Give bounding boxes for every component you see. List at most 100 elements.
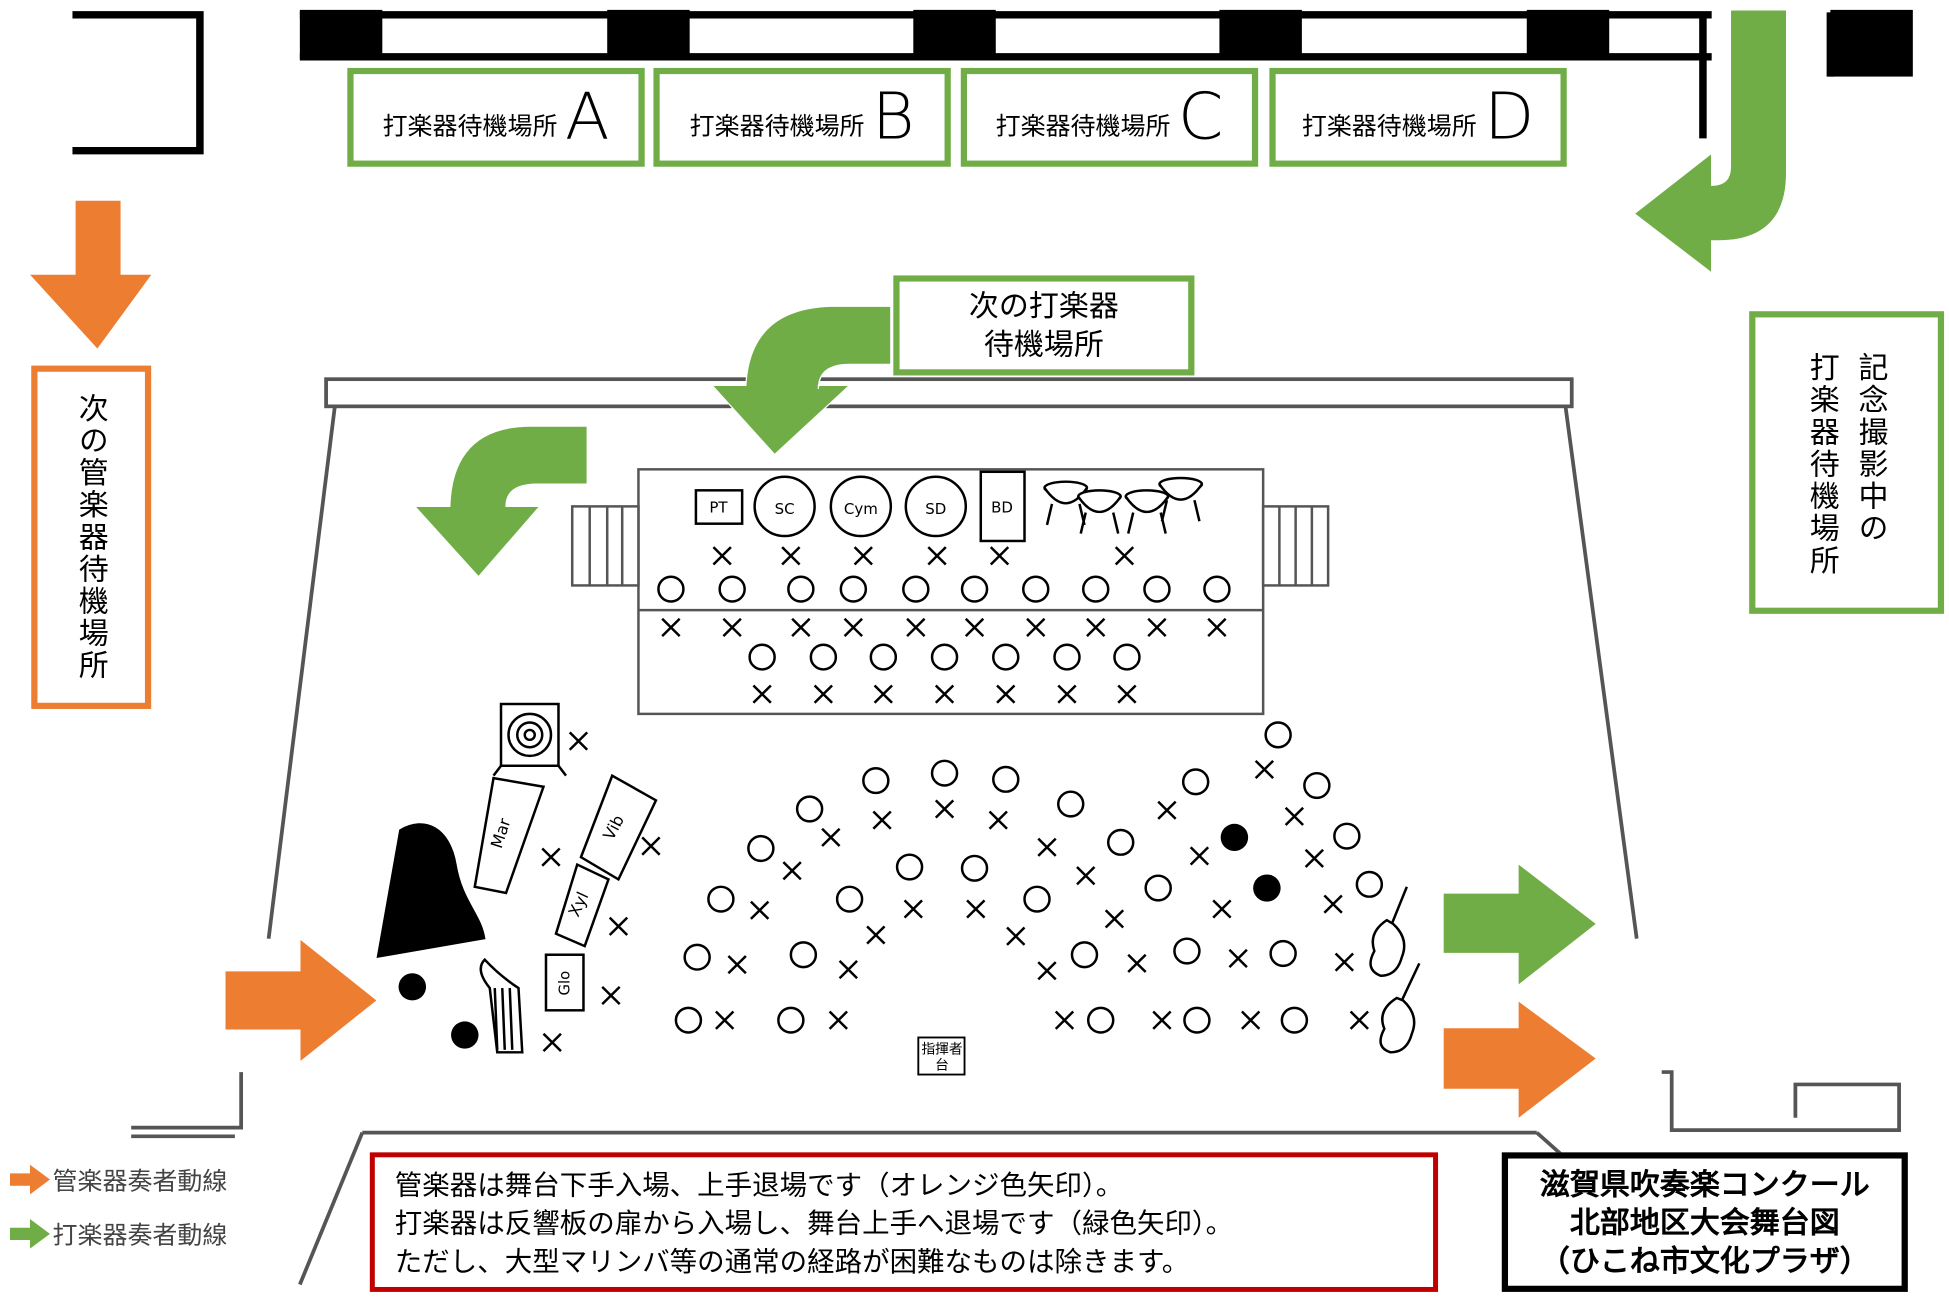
waiting-area-a: 打楽器待機場所 A (347, 67, 645, 167)
stand-mark (568, 731, 589, 751)
stand-mark (782, 861, 802, 881)
chair-mark (992, 765, 1020, 793)
stand-mark (1127, 953, 1147, 973)
next-percussion-line1: 次の打楽器 (968, 288, 1119, 323)
stand-mark (1157, 800, 1177, 820)
stand-mark (781, 546, 801, 566)
stand-mark (828, 1010, 848, 1030)
stand-mark (1254, 759, 1275, 779)
green-arrows (413, 9, 1788, 987)
piano-players (398, 973, 479, 1049)
chair-mark (930, 759, 959, 787)
next-winds-waiting: 次の管楽器待機場所 (31, 365, 152, 709)
stand-mark (1086, 617, 1106, 637)
stand-mark (1117, 684, 1137, 704)
stand-mark (1076, 866, 1096, 886)
green-curved-arrow-right-icon (1633, 9, 1788, 275)
chair-mark (930, 643, 959, 671)
stand-mark (1207, 617, 1227, 637)
title-line-2: 北部地区大会舞台図 (1569, 1205, 1840, 1241)
stand-mark (661, 617, 681, 637)
photo-percussion-line2: 打楽器待機場所 (1804, 352, 1840, 577)
stand-mark (843, 617, 863, 637)
stand-mark (1037, 837, 1057, 857)
chair-mark (1081, 575, 1110, 603)
next-percussion-waiting: 次の打楽器 待機場所 (893, 275, 1195, 376)
cym-drum (829, 475, 893, 538)
chair-mark (902, 575, 930, 603)
waiting-area-letter: C (1177, 80, 1224, 155)
stand-mark (1026, 617, 1046, 637)
orange-entry-arrow-icon (224, 937, 379, 1064)
chair-mark (862, 766, 890, 795)
sd-drum (904, 475, 968, 538)
notice-line-2: 打楽器は反響板の扉から入場し、舞台上手へ退場です（緑色矢印）。 (394, 1209, 1234, 1241)
stand-mark (601, 985, 621, 1006)
chair-mark (1106, 828, 1135, 856)
mallet-instruments (473, 773, 658, 1012)
chair-mark (1203, 575, 1231, 603)
chair-mark (683, 943, 711, 971)
stand-mark (641, 836, 661, 856)
music-stands (541, 546, 1369, 1052)
timpani-2 (1076, 489, 1122, 534)
legend-winds: 管楽器奏者動線 (9, 1161, 228, 1197)
stand-mark (712, 546, 732, 566)
instrument-label-sd: SD (925, 500, 946, 518)
green-curved-arrow-top-icon (710, 305, 892, 456)
stand-mark (1228, 948, 1248, 968)
filled-players (1220, 823, 1281, 902)
photo-percussion-line1: 記念撮影中の (1852, 352, 1888, 545)
notice-line-3: ただし、大型マリンバ等の通常の経路が困難なものは除きます。 (394, 1247, 1190, 1279)
waiting-area-letter: A (564, 80, 610, 155)
chair-mark (1183, 1006, 1211, 1034)
stand-mark (1114, 546, 1135, 566)
orange-arrow-legend-icon (9, 1164, 50, 1194)
chair-mark (795, 795, 824, 823)
stand-mark (934, 684, 955, 704)
waiting-area-label: 打楽器待機場所 (689, 110, 865, 141)
next-winds-label: 次の管楽器待機場所 (73, 392, 109, 682)
waiting-area-label: 打楽器待機場所 (995, 110, 1171, 141)
title-line-1: 滋賀県吹奏楽コンクール (1539, 1167, 1870, 1202)
stand-mark (1241, 1010, 1261, 1030)
orange-exit-arrow-icon (1442, 999, 1598, 1121)
chair-mark (707, 885, 735, 913)
instrument-label-glo: Glo (556, 971, 574, 996)
bd-box (979, 470, 1026, 543)
glockenspiel (544, 953, 585, 1012)
waiting-area-letter: D (1484, 80, 1535, 155)
stand-mark (791, 617, 811, 637)
timpani-4 (1158, 476, 1204, 522)
harp (479, 957, 524, 1054)
chair-mark (747, 834, 775, 863)
chair-mark (1086, 1006, 1115, 1034)
chair-mark (1056, 790, 1085, 818)
vibraphone (579, 773, 658, 882)
chair-mark (789, 941, 818, 969)
chair-mark (1144, 874, 1172, 902)
chair-mark (1355, 870, 1384, 898)
chair-mark (1143, 575, 1171, 603)
conductor-label-2: 台 (935, 1058, 949, 1074)
legend-percussion-label: 打楽器奏者動線 (52, 1220, 228, 1250)
stand-mark (750, 900, 770, 920)
stand-mark (1152, 1010, 1172, 1030)
chair-mark (839, 575, 868, 603)
chair-mark (657, 575, 685, 603)
legend-winds-label: 管楽器奏者動線 (52, 1165, 228, 1196)
waiting-area-c: 打楽器待機場所 C (960, 67, 1259, 167)
stand-mark (1037, 961, 1057, 981)
stand-mark (1212, 899, 1232, 919)
chair-mark (777, 1006, 805, 1034)
stand-mark (873, 684, 893, 704)
stand-mark (966, 899, 986, 919)
chair-mark (992, 643, 1020, 671)
stand-mark (1334, 952, 1354, 972)
stand-mark (1349, 1010, 1369, 1030)
stand-mark (1147, 617, 1167, 637)
instrument-label-bd: BD (991, 499, 1013, 517)
chair-mark (1264, 721, 1292, 749)
stand-mark (608, 916, 629, 936)
instrument-label-pt: PT (709, 499, 728, 517)
